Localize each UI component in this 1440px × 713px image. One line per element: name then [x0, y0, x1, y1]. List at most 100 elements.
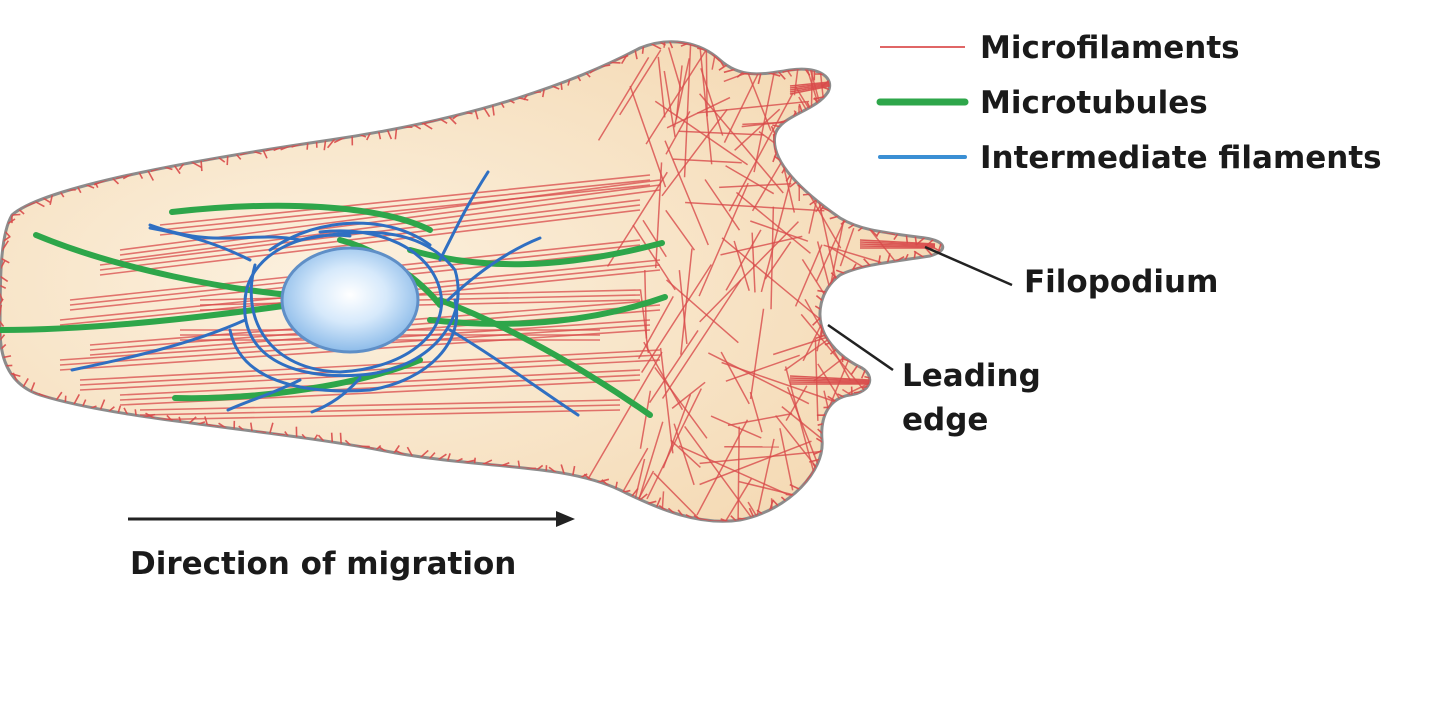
lamellipodium-actin [850, 210, 916, 219]
filopodium-actin [859, 239, 936, 245]
lamellipodium-actin [654, 491, 665, 522]
lamellipodium-actin [725, 354, 800, 382]
lamellipodium-actin [751, 232, 756, 293]
cortical-actin [0, 298, 4, 309]
callout-label-leading-edge-line2: edge [902, 402, 988, 438]
filopodium-actin [789, 377, 871, 382]
cortical-actin [670, 41, 688, 45]
nucleus [280, 246, 420, 354]
lamellipodium-actin [788, 508, 856, 522]
lamellipodium-actin [661, 279, 742, 399]
filopodium-actin [859, 243, 936, 247]
lamellipodium-actin [705, 43, 708, 117]
filopodium-actin [789, 375, 871, 381]
cortical-actin [0, 343, 7, 354]
lamellipodium-actin [823, 413, 856, 522]
lamellipodium-actin [788, 41, 821, 71]
lamellipodium-actin [667, 47, 682, 89]
lamellipodium-actin [839, 227, 855, 267]
legend: Microfilaments Microtubules Intermediate… [876, 30, 1382, 176]
lamellipodium-actin [823, 244, 882, 264]
lamellipodium-actin [793, 110, 835, 178]
lamellipodium-actin [816, 208, 847, 352]
cortical-actin [0, 271, 9, 283]
microfilament-fiber [139, 409, 621, 421]
lamellipodium-actin [663, 70, 676, 138]
cortical-actin [0, 355, 12, 360]
lamellipodium-actin [721, 237, 828, 326]
lamellipodium-actin [805, 484, 938, 508]
lamellipodium-actin [680, 248, 693, 355]
cortical-actin [0, 304, 3, 321]
microtubule [427, 294, 668, 327]
lamellipodium-actin [719, 183, 792, 189]
lamellipodium-actin [735, 191, 811, 254]
lamellipodium-actin [664, 140, 709, 246]
lamellipodium-actin [727, 412, 793, 427]
filopodium-actin [789, 379, 871, 383]
lamellipodium-actin [786, 513, 889, 522]
lamellipodium-actin [747, 501, 823, 522]
cortical-actin [720, 518, 734, 522]
microtubule [437, 297, 653, 418]
microtubule [407, 240, 665, 268]
lamellipodium-actin [849, 41, 903, 61]
lamellipodium-actin [775, 41, 829, 42]
filopodium-actin [789, 381, 871, 384]
callout-leading-edge: Leading edge [827, 323, 1041, 438]
cortical-actin [934, 247, 943, 256]
legend-item-intermediate-filaments: Intermediate filaments [878, 140, 1382, 176]
intermediate-filament [268, 221, 432, 252]
lamellipodium-actin [640, 264, 712, 373]
lamellipodium-actin [798, 96, 848, 179]
intermediate-filament [310, 376, 362, 414]
lamellipodium-actin [855, 64, 896, 115]
lamellipodium-actin [670, 439, 701, 469]
intermediate-filament [226, 378, 302, 412]
callout-label-filopodium: Filopodium [1024, 264, 1218, 300]
microfilament-fiber [99, 209, 641, 276]
lamellipodium-actin [810, 42, 814, 147]
lamellipodium-actin [672, 158, 742, 164]
lamellipodium-actin [861, 41, 943, 45]
lamellipodium-actin [648, 330, 699, 404]
lamellipodium-actin [764, 241, 792, 280]
cortical-actin [0, 316, 5, 327]
lamellipodium-actin [632, 224, 676, 291]
lamellipodium-actin [770, 498, 777, 522]
cortical-actin [0, 253, 10, 264]
lamellipodium-actin [597, 56, 650, 141]
lamellipodium-actin [829, 54, 880, 75]
lamellipodium-actin [629, 85, 667, 188]
lamellipodium-actin [731, 41, 793, 77]
lamellipodium-actin [700, 68, 724, 136]
microfilament-fiber [159, 174, 651, 226]
lamellipodium-actin [639, 390, 652, 449]
microfilament-fiber [159, 179, 651, 231]
cortical-actin [0, 240, 10, 260]
filopodium-actin [859, 245, 936, 248]
lamellipodium-actin [699, 440, 812, 486]
lamellipodium-actin [683, 42, 692, 178]
lamellipodium-actin [749, 391, 763, 433]
lamellipodium-actin [671, 381, 706, 409]
intermediate-filament [148, 226, 252, 262]
lamellipodium-actin [617, 447, 649, 501]
lamellipodium-actin [770, 206, 775, 310]
cortical-actin [748, 507, 758, 522]
intermediate-filament [70, 318, 247, 372]
lamellipodium-actin [814, 338, 819, 421]
lamellipodium-actin [852, 305, 943, 341]
legend-label-microfilaments: Microfilaments [980, 30, 1240, 66]
lamellipodium-actin [720, 235, 803, 256]
filopodium-actin [789, 81, 831, 87]
lamellipodium-actin [654, 366, 708, 439]
lamellipodium-actin [657, 56, 666, 118]
lamellipodium-actin [703, 478, 753, 522]
lamellipodium-actin [678, 445, 787, 495]
microtubule [0, 302, 293, 333]
lamellipodium-actin [733, 240, 750, 291]
lamellipodium-actin [779, 428, 794, 491]
lamellipodium-actin [749, 308, 765, 400]
